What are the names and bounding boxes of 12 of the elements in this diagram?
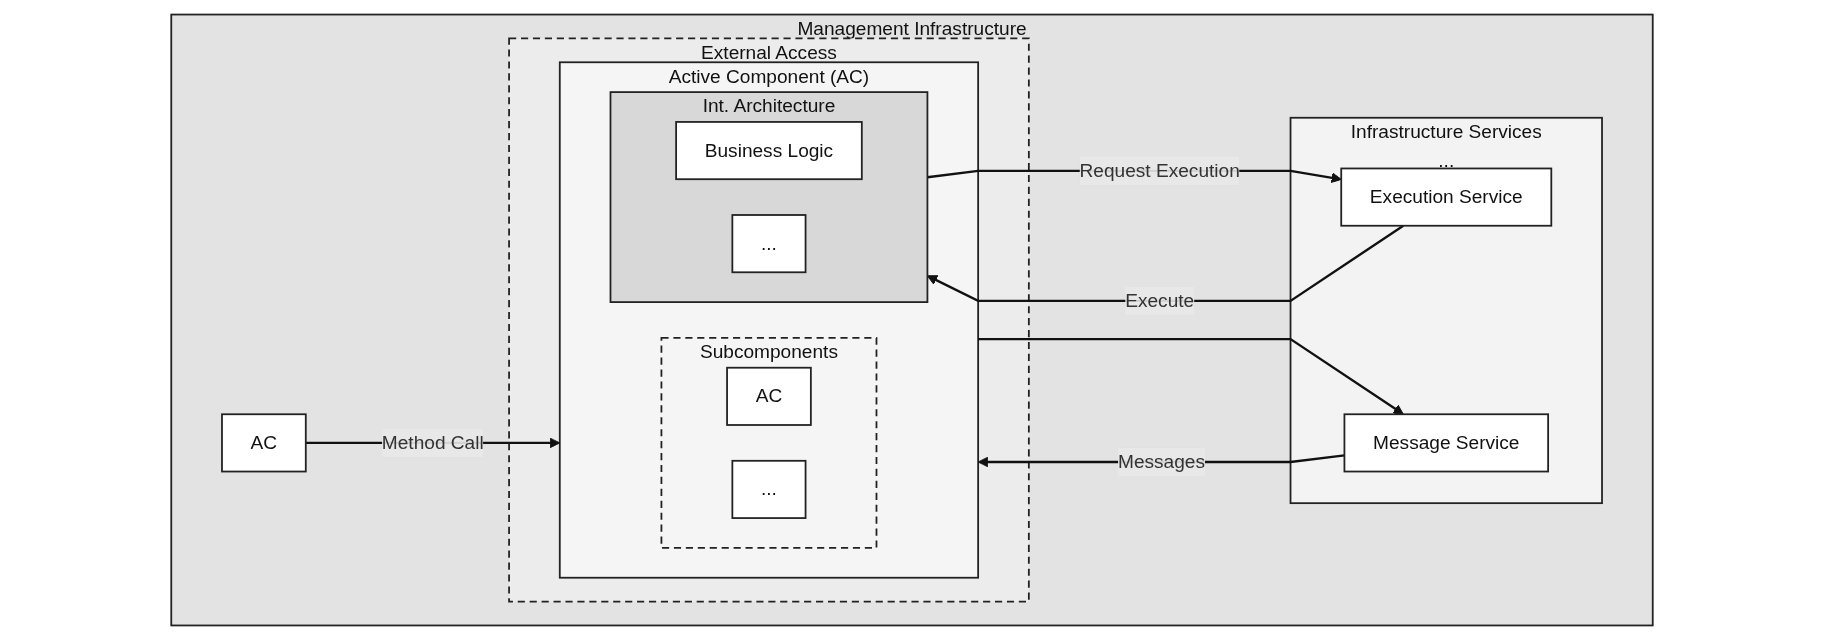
node-box: ... [731,214,807,274]
edge-label: Execute [1125,290,1195,311]
node-box: AC [221,413,307,473]
edge-label: Messages [1117,451,1205,472]
node-box: Message Service [1343,413,1549,473]
edge-label: Request Execution [1079,160,1240,181]
node-box: ... [731,459,807,519]
edge-label: Method Call [381,432,484,453]
arrow [978,337,1404,415]
node-box: AC [726,366,812,426]
node-box: Execution Service [1340,167,1553,227]
node-box: Business Logic [675,121,863,181]
